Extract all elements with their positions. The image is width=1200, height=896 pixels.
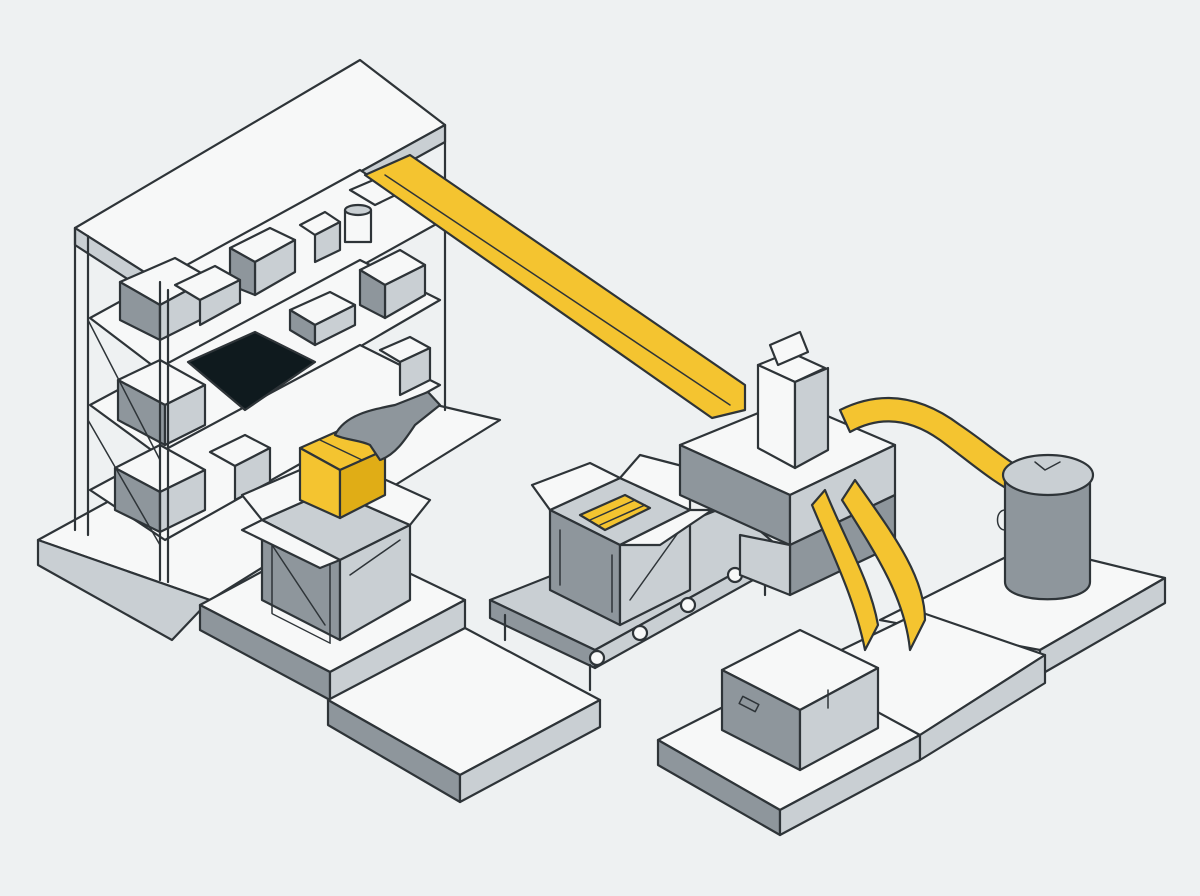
floor-tile-right [798, 543, 1167, 762]
storage-chest [720, 628, 880, 772]
stacked-boxes-middle [173, 248, 427, 347]
open-crate-conveyor [530, 453, 714, 627]
robot-hand [333, 390, 442, 462]
shelf-gap [186, 330, 317, 412]
stacked-boxes-lower [113, 335, 432, 534]
milk-carton [756, 330, 830, 470]
floor-tile-front [326, 626, 602, 804]
yellow-chute-down [810, 478, 927, 652]
trash-bin [996, 453, 1095, 601]
shelving-unit [73, 58, 447, 584]
stacked-boxes-top [118, 173, 412, 342]
yellow-chute-main [363, 153, 747, 420]
